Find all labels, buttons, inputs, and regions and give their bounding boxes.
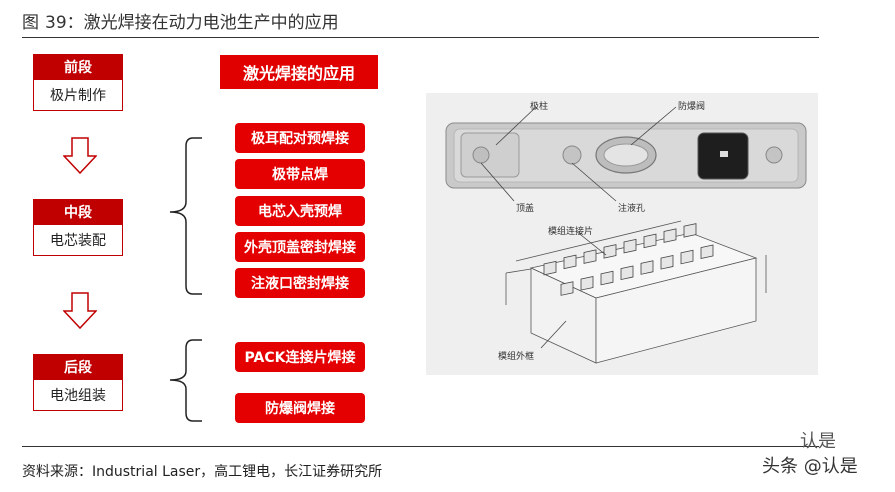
app-cell-case-preweld: 电芯入壳预焊 bbox=[235, 196, 365, 226]
stage-front: 前段 极片制作 bbox=[33, 54, 123, 111]
figure-title: 图 39：激光焊接在动力电池生产中的应用 bbox=[22, 8, 339, 33]
battery-drawing bbox=[426, 93, 818, 375]
stage-front-body: 极片制作 bbox=[33, 80, 123, 111]
source-note: 资料来源：Industrial Laser，高工锂电，长江证券研究所 bbox=[22, 461, 382, 481]
stage-back-head: 后段 bbox=[33, 354, 123, 380]
label-pole: 极柱 bbox=[530, 99, 548, 112]
down-arrow-icon bbox=[63, 292, 97, 330]
stage-back-body: 电池组装 bbox=[33, 380, 123, 411]
stage-back: 后段 电池组装 bbox=[33, 354, 123, 411]
label-module-connector: 模组连接片 bbox=[548, 224, 593, 237]
app-strip-spot-weld: 极带点焊 bbox=[235, 159, 365, 189]
figure-prefix: 图 bbox=[22, 13, 39, 33]
watermark: 头条 @认是 bbox=[762, 452, 858, 478]
label-top-cover: 顶盖 bbox=[516, 201, 534, 214]
app-tab-preweld: 极耳配对预焊接 bbox=[235, 123, 365, 153]
middle-stage-brace bbox=[166, 136, 206, 296]
top-divider bbox=[22, 37, 819, 38]
label-vent: 防爆阀 bbox=[678, 99, 705, 112]
stage-middle: 中段 电芯装配 bbox=[33, 199, 123, 256]
label-module-frame: 模组外框 bbox=[498, 349, 534, 362]
app-pack-connector-weld: PACK连接片焊接 bbox=[235, 342, 365, 372]
app-top-cover-seal-weld: 外壳顶盖密封焊接 bbox=[235, 232, 365, 262]
stage-middle-head: 中段 bbox=[33, 199, 123, 225]
app-fill-port-seal-weld: 注液口密封焊接 bbox=[235, 268, 365, 298]
bottom-divider bbox=[22, 446, 819, 447]
battery-illustration: 极柱 防爆阀 顶盖 注液孔 模组连接片 模组外框 bbox=[426, 93, 818, 375]
app-vent-weld: 防爆阀焊接 bbox=[235, 393, 365, 423]
stage-front-head: 前段 bbox=[33, 54, 123, 80]
applications-title: 激光焊接的应用 bbox=[220, 55, 378, 89]
stage-middle-body: 电芯装配 bbox=[33, 225, 123, 256]
watermark-top: 认是 bbox=[800, 427, 836, 453]
figure-number: 39： bbox=[45, 13, 84, 33]
back-stage-brace bbox=[166, 338, 206, 424]
down-arrow-icon bbox=[63, 137, 97, 175]
figure-title-text: 激光焊接在动力电池生产中的应用 bbox=[84, 13, 339, 33]
label-fill-hole: 注液孔 bbox=[618, 201, 645, 214]
